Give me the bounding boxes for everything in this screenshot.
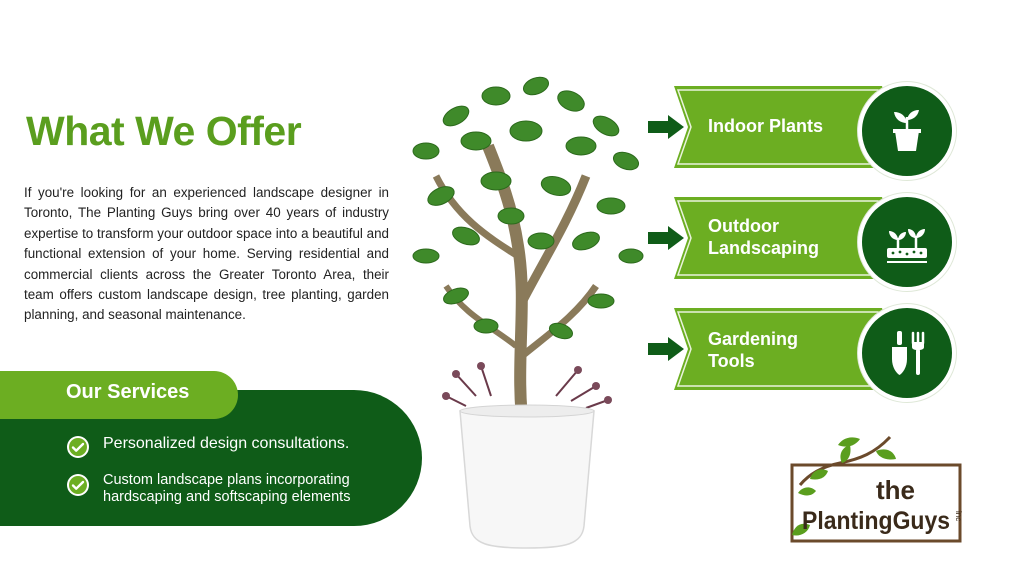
logo-word-main: PlantingGuys bbox=[802, 507, 950, 535]
trowel-fork-icon bbox=[892, 331, 925, 375]
services-title: Our Services bbox=[66, 381, 190, 403]
logo-word-the: the bbox=[876, 475, 915, 505]
arrow-right-icon bbox=[648, 115, 684, 139]
offer-icon-circle bbox=[858, 304, 956, 402]
services-tab bbox=[0, 371, 238, 419]
service-label: Custom landscape plans incorporating har… bbox=[103, 472, 351, 505]
logo-graphic: the PlantingGuys inc bbox=[790, 435, 963, 543]
jade-plant-image bbox=[412, 76, 644, 549]
intro-paragraph: If you're looking for an experienced lan… bbox=[24, 185, 389, 323]
service-item: Custom landscape plans incorporating har… bbox=[66, 472, 403, 506]
potted-plant-icon bbox=[893, 110, 921, 151]
arrow-right-icon bbox=[648, 226, 684, 250]
offer-label: Indoor Plants bbox=[708, 116, 824, 136]
offer-icon-circle bbox=[858, 82, 956, 180]
service-label: Personalized design consultations. bbox=[103, 435, 350, 452]
checkmark-icon bbox=[67, 436, 89, 458]
logo-suffix: inc bbox=[954, 511, 962, 521]
arrow-right-icon bbox=[648, 337, 684, 361]
service-item: Personalized design consultations. bbox=[66, 435, 349, 459]
checkmark-icon bbox=[67, 474, 89, 496]
planting-guys-logo: the PlantingGuys inc bbox=[780, 433, 963, 545]
page-title: What We Offer bbox=[26, 108, 302, 154]
offer-icon-circle bbox=[858, 193, 956, 291]
seedling-bed-icon bbox=[887, 229, 927, 263]
offer-indoor-plants: Indoor Plants bbox=[648, 82, 956, 180]
